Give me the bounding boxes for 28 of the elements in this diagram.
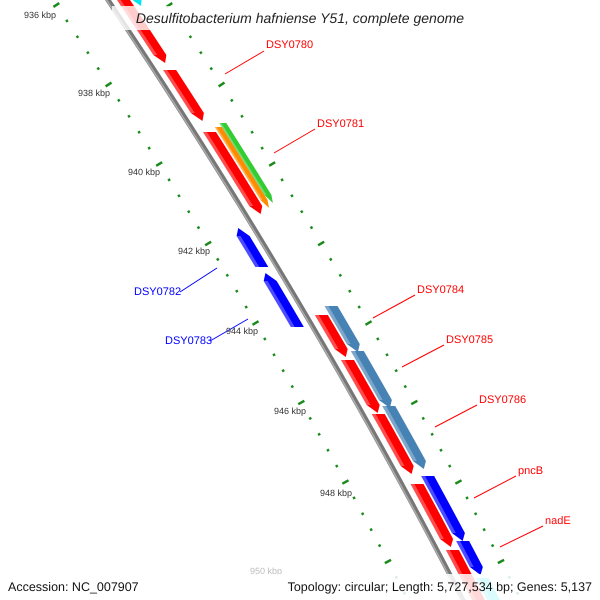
position-label: 946 kbp bbox=[274, 406, 306, 417]
leader-line bbox=[180, 268, 218, 292]
leader-line bbox=[402, 344, 444, 368]
leader-line bbox=[372, 294, 416, 318]
footer-text: Topology: circular; Length: 5,727,534 bp; Genes: 5,137 bbox=[288, 579, 592, 595]
leader-line bbox=[210, 318, 248, 342]
leader-line bbox=[224, 50, 264, 74]
gene-label: DSY0785 bbox=[446, 334, 494, 347]
gene-label: DSY0783 bbox=[165, 335, 212, 348]
position-label: 936 kbp bbox=[24, 10, 56, 21]
gene-label: DSY0784 bbox=[417, 284, 464, 297]
leader-line bbox=[434, 404, 478, 428]
position-label: 948 kbp bbox=[320, 488, 352, 499]
gene-label: DSY0781 bbox=[317, 118, 364, 131]
gene-label: DSY0782 bbox=[134, 286, 182, 299]
leader-line bbox=[500, 526, 544, 548]
position-label: 938 kbp bbox=[78, 88, 110, 99]
position-label: 940 kbp bbox=[128, 167, 160, 178]
position-label: 944 kbp bbox=[226, 326, 258, 337]
leader-line bbox=[274, 128, 316, 154]
gene-label: nadE bbox=[545, 515, 571, 528]
gene-label: DSY0786 bbox=[479, 394, 526, 407]
gene-label: DSY0780 bbox=[266, 39, 314, 52]
position-label: 942 kbp bbox=[178, 246, 210, 257]
gene-label: pncB bbox=[518, 465, 544, 478]
leader-line bbox=[474, 476, 516, 498]
footer-text: Accession: NC_007907 bbox=[8, 579, 139, 595]
position-label: 950 kbp bbox=[250, 566, 282, 577]
